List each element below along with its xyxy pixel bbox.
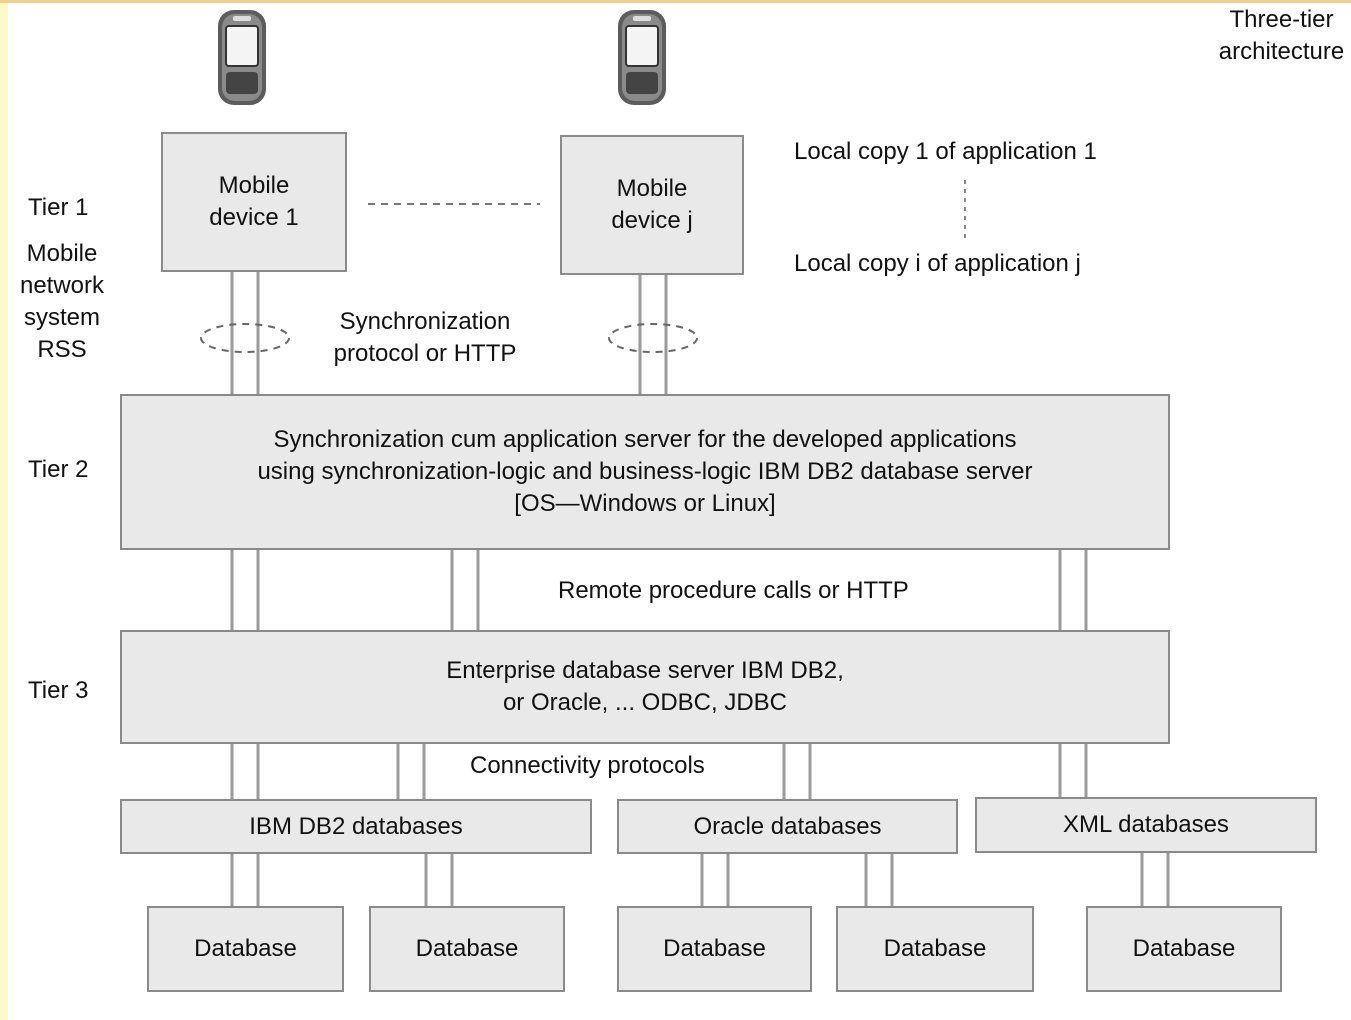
tier1-sub-line: Mobile [26, 240, 98, 267]
sync-protocol-line: Synchronization [339, 308, 511, 335]
server-line: using synchronization-logic and business… [257, 458, 1033, 485]
database-box: Database [147, 906, 344, 992]
database-label: Database [663, 935, 766, 962]
enterprise-db-server-box: Enterprise database server IBM DB2, or O… [120, 630, 1170, 744]
tier1-sub-line: network [19, 272, 105, 299]
tier1-label: Tier 1 [28, 194, 89, 221]
connectivity-label: Connectivity protocols [470, 752, 705, 779]
device-j-line: device j [611, 207, 693, 234]
sync-link-ellipse-j [608, 323, 698, 353]
device-1-line: device 1 [209, 204, 299, 231]
db-group-label: IBM DB2 databases [249, 812, 463, 840]
database-label: Database [883, 935, 987, 962]
oracle-databases-box: Oracle databases [617, 799, 958, 854]
database-box: Database [1086, 906, 1282, 992]
xml-databases-box: XML databases [975, 797, 1317, 853]
left-margin-band [0, 0, 8, 1020]
sync-link-ellipse-1 [200, 323, 290, 353]
mobile-phone-icon [218, 10, 266, 105]
database-box: Database [369, 906, 565, 992]
tier2-label: Tier 2 [28, 456, 89, 483]
corner-label: Three-tier architecture [1212, 4, 1351, 68]
sync-application-server-box: Synchronization cum application server f… [120, 394, 1170, 550]
device-1-line: Mobile [218, 172, 290, 199]
tier3-label: Tier 3 [28, 677, 89, 704]
database-label: Database [415, 935, 519, 962]
top-margin-band [0, 0, 1351, 3]
server-line: [OS—Windows or Linux] [514, 490, 776, 517]
database-label: Database [194, 935, 297, 962]
device-j-line: Mobile [616, 175, 688, 202]
db-group-label: Oracle databases [693, 812, 882, 840]
tier1-sublabel: Mobile network system RSS [10, 238, 114, 366]
mobile-device-j-box: Mobile device j [560, 135, 744, 275]
enterprise-line: or Oracle, ... ODBC, JDBC [502, 689, 788, 716]
ibm-db2-databases-box: IBM DB2 databases [120, 799, 592, 854]
mobile-phone-icon [618, 10, 666, 105]
database-box: Database [836, 906, 1034, 992]
db-group-label: XML databases [1063, 811, 1229, 838]
corner-label-line: architecture [1218, 38, 1345, 65]
server-line: Synchronization cum application server f… [273, 426, 1017, 453]
sync-protocol-label: Synchronization protocol or HTTP [310, 306, 540, 370]
corner-label-line: Three-tier [1229, 6, 1334, 33]
database-label: Database [1132, 935, 1236, 962]
local-copy-last: Local copy i of application j [794, 250, 1081, 277]
mobile-device-1-box: Mobile device 1 [161, 132, 347, 272]
tier1-sub-line: RSS [37, 336, 87, 363]
rpc-label: Remote procedure calls or HTTP [558, 577, 909, 604]
database-box: Database [617, 906, 812, 992]
tier1-sub-line: system [23, 304, 100, 331]
local-copy-first: Local copy 1 of application 1 [794, 138, 1097, 165]
sync-protocol-line: protocol or HTTP [333, 340, 517, 367]
enterprise-line: Enterprise database server IBM DB2, [446, 657, 844, 684]
